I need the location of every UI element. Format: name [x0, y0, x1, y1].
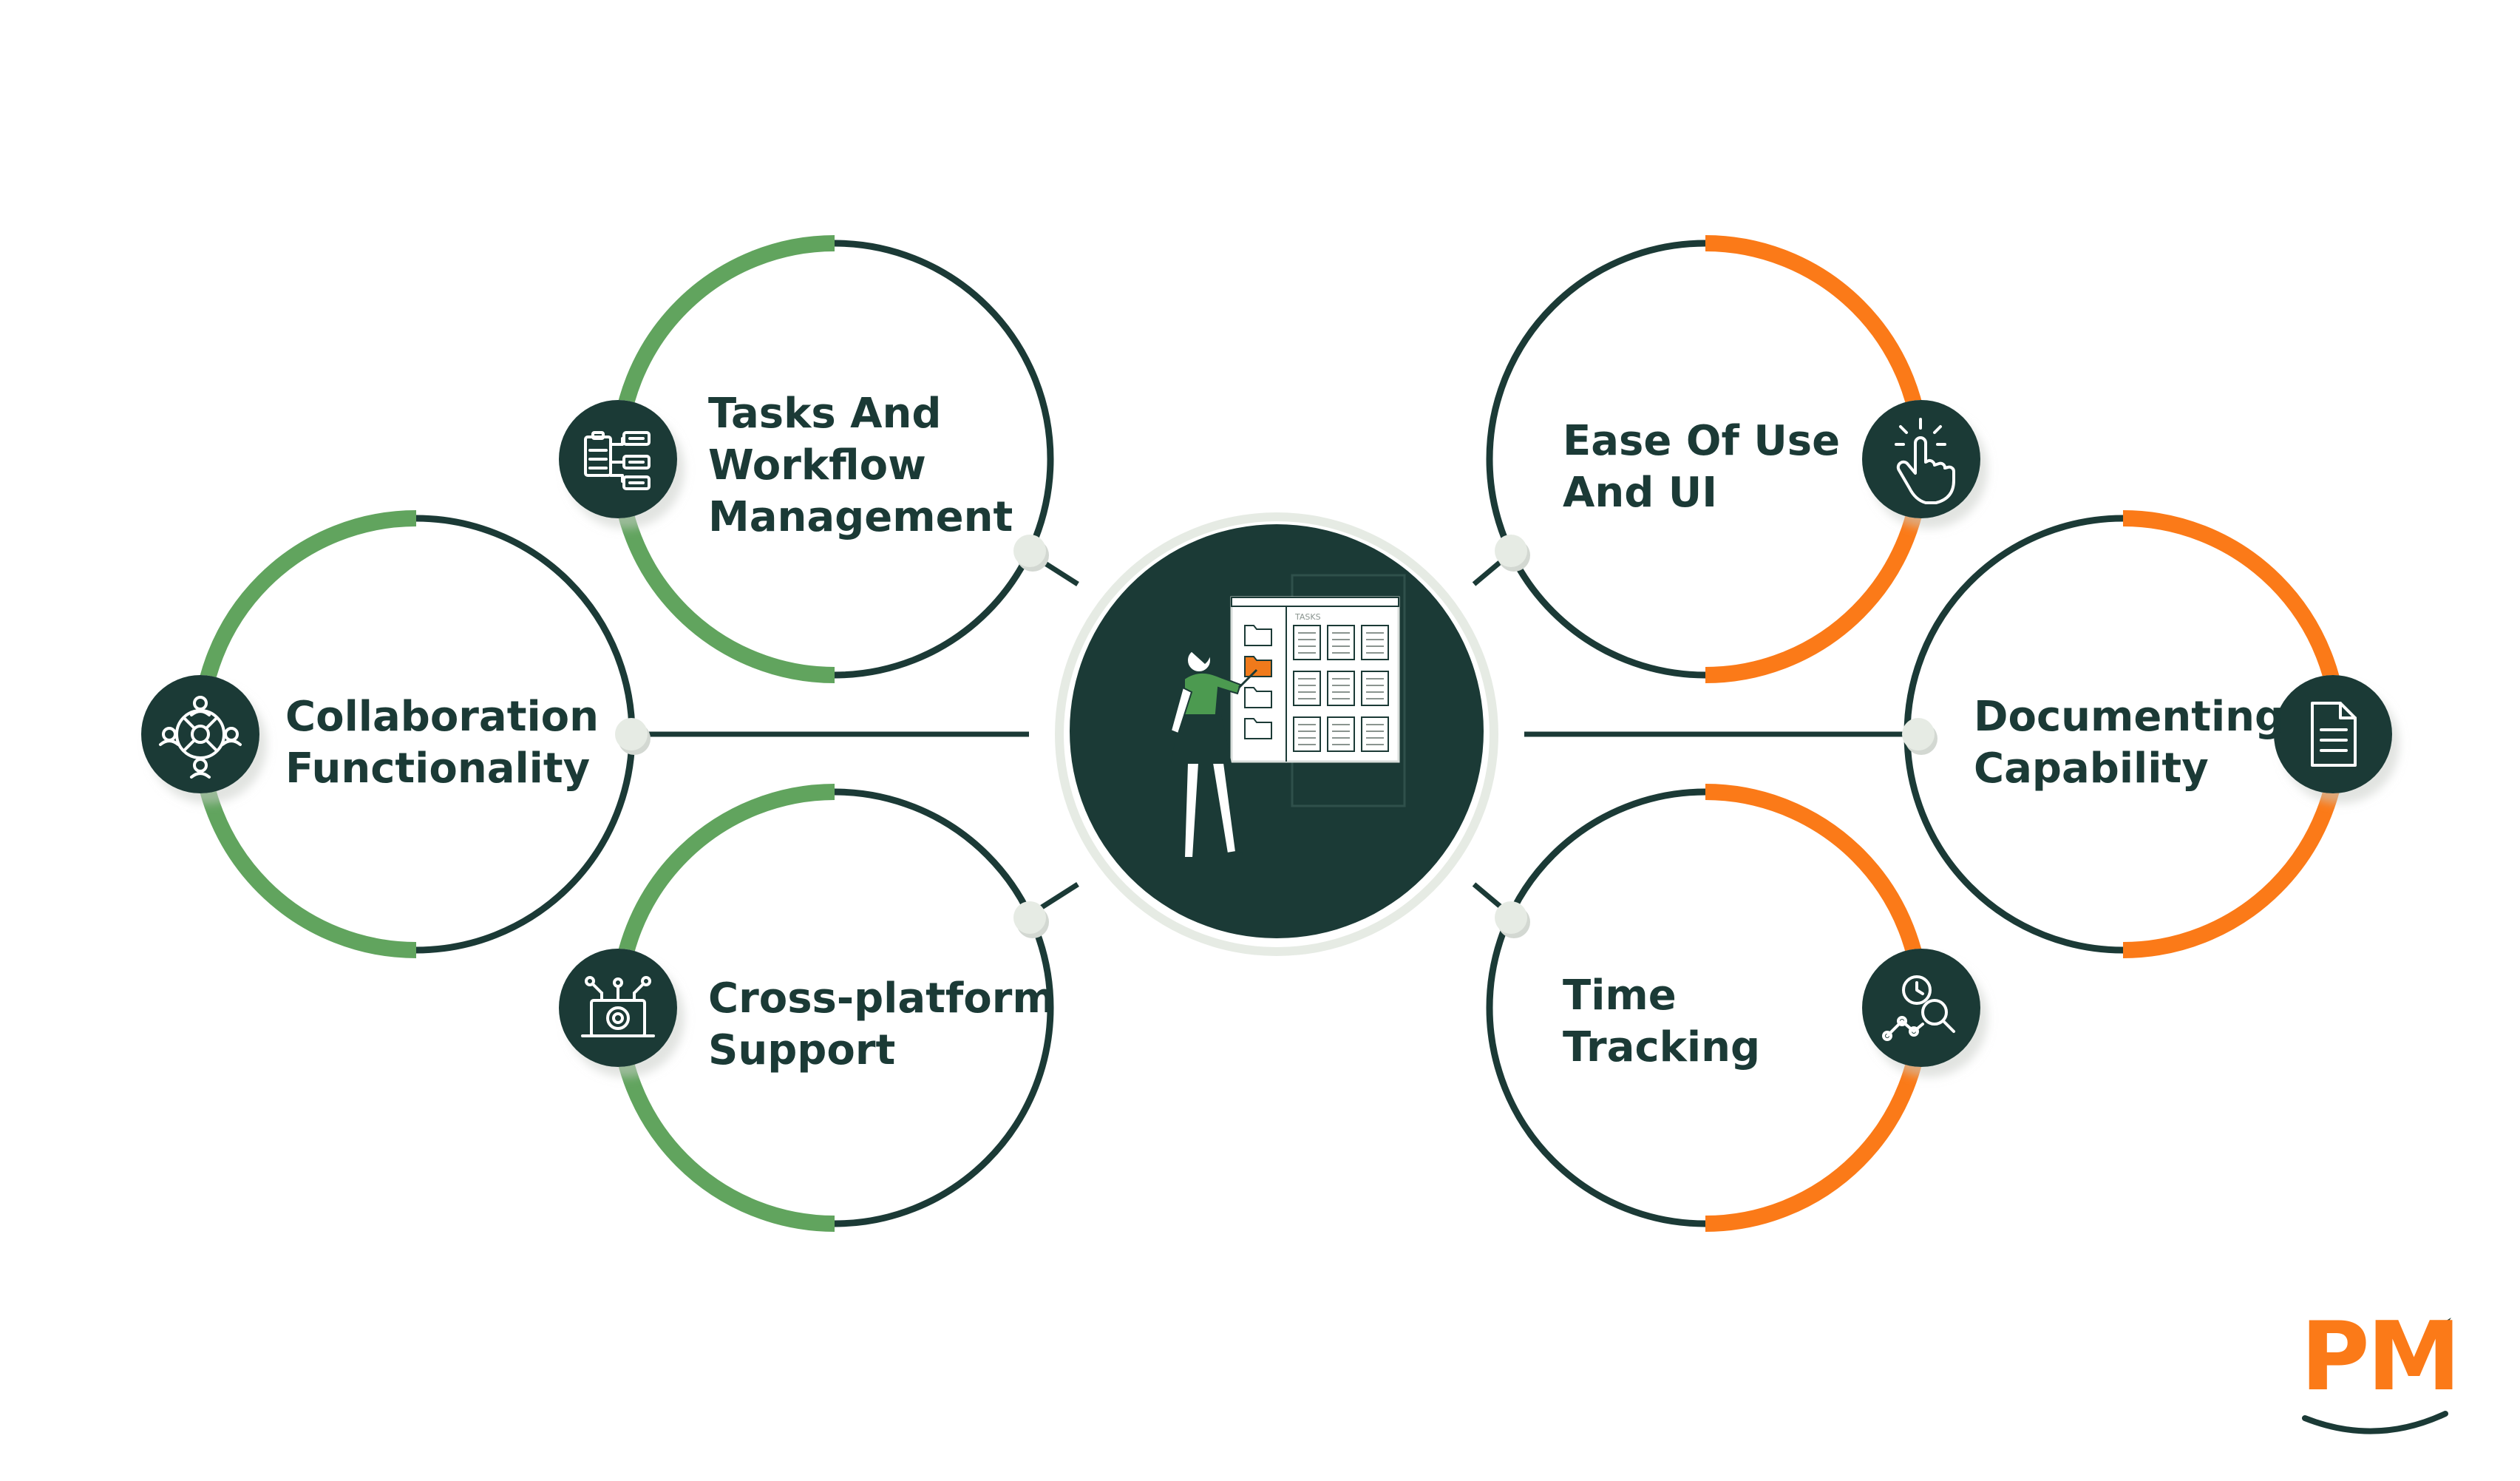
logo-letter: M: [2366, 1302, 2461, 1412]
label-cross-platform: Cross-platform Support: [708, 973, 1056, 1077]
icon-badges: [141, 400, 2392, 1067]
connector-dots: [615, 535, 1937, 938]
task-board: TASKS: [1230, 596, 1400, 763]
task-card: [1293, 716, 1321, 752]
label-line: Management: [708, 493, 1013, 541]
label-line: Ease Of Use: [1563, 417, 1841, 465]
pm-logo: PM: [2300, 1310, 2461, 1405]
tap-hand-icon: [1862, 400, 1980, 518]
task-card: [1293, 625, 1321, 660]
team-network-icon: [141, 675, 259, 793]
label-line: Documenting: [1974, 693, 2285, 741]
label-documenting: Documenting Capability: [1974, 691, 2284, 795]
connector-dot-collaboration: [615, 718, 651, 755]
label-line: Support: [708, 1026, 896, 1074]
pm-logo-mark: [2302, 1318, 2451, 1434]
task-board-title: TASKS: [1294, 612, 1321, 622]
connector-dot-ease-of-use: [1495, 535, 1530, 572]
task-card: [1327, 671, 1355, 706]
connector-dot-tasks-workflow: [1013, 535, 1049, 572]
label-line: Tasks And: [708, 390, 942, 438]
connector-dot-documenting: [1902, 718, 1937, 755]
label-tasks-workflow: Tasks And Workflow Management: [708, 388, 1013, 543]
label-line: Collaboration: [285, 693, 600, 741]
label-line: Workflow: [708, 441, 926, 489]
task-card: [1361, 625, 1389, 660]
connector-dot-cross-platform: [1013, 901, 1049, 938]
label-line: And UI: [1563, 469, 1718, 517]
connector-dot-time-tracking: [1495, 901, 1530, 938]
label-line: Cross-platform: [708, 975, 1056, 1023]
clock-analytics-icon: [1862, 949, 1980, 1067]
gear-circuit-icon: [559, 949, 677, 1067]
task-card: [1293, 671, 1321, 706]
label-line: Time: [1563, 972, 1677, 1020]
label-collaboration: Collaboration Functionality: [285, 691, 599, 795]
label-line: Capability: [1974, 745, 2209, 793]
label-line: Functionality: [285, 745, 591, 793]
label-time-tracking: Time Tracking: [1563, 970, 1760, 1074]
task-card: [1327, 716, 1355, 752]
task-card: [1361, 671, 1389, 706]
folder-icons: [1244, 625, 1272, 739]
document-icon: [2274, 675, 2392, 793]
label-ease-of-use: Ease Of Use And UI: [1563, 416, 1840, 519]
logo-letter: P: [2300, 1302, 2370, 1412]
woman-figure: [1169, 643, 1258, 864]
task-card: [1327, 625, 1355, 660]
center-illustration: TASKS: [1055, 512, 1498, 956]
task-card: [1361, 716, 1389, 752]
workflow-clipboard-icon: [559, 400, 677, 518]
label-line: Tracking: [1563, 1023, 1761, 1071]
